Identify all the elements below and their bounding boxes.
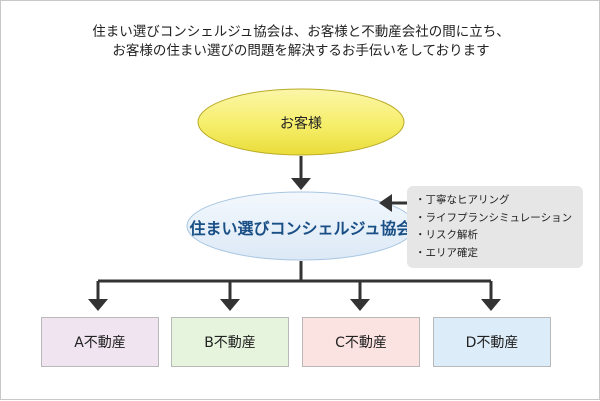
- company-c-box: C不動産: [302, 317, 420, 367]
- service-item: 丁寧なヒアリング: [415, 192, 583, 210]
- arrowhead-company-d: [481, 299, 501, 311]
- arrowhead-company-b: [220, 299, 240, 311]
- branch-connectors: [96, 261, 493, 301]
- customer-label: お客様: [280, 116, 322, 132]
- company-a-box: A不動産: [41, 317, 159, 367]
- heading-line-1: 住まい選びコンシェルジュ協会は、お客様と不動産会社の間に立ち、: [92, 24, 510, 40]
- service-item: リスク解析: [415, 227, 583, 245]
- concierge-label: 住まい選びコンシェルジュ協会: [189, 219, 413, 238]
- arrow-services-to-concierge: [379, 194, 409, 212]
- service-item: ライフプランシミュレーション: [415, 210, 583, 228]
- service-list: 丁寧なヒアリング ライフプランシミュレーション リスク解析 エリア確定: [407, 186, 583, 262]
- arrow-customer-to-concierge: [291, 156, 311, 190]
- arrowhead-company-c: [350, 299, 370, 311]
- heading: 住まい選びコンシェルジュ協会は、お客様と不動産会社の間に立ち、 お客様の住まい選…: [1, 23, 600, 61]
- heading-line-2: お客様の住まい選びの問題を解決するお手伝いをしております: [112, 43, 490, 59]
- customer-ellipse: [197, 88, 405, 156]
- service-item: エリア確定: [415, 245, 583, 263]
- arrowhead-company-a: [88, 299, 108, 311]
- service-list-box: 丁寧なヒアリング ライフプランシミュレーション リスク解析 エリア確定: [407, 186, 583, 268]
- company-d-box: D不動産: [433, 317, 551, 367]
- company-b-box: B不動産: [171, 317, 289, 367]
